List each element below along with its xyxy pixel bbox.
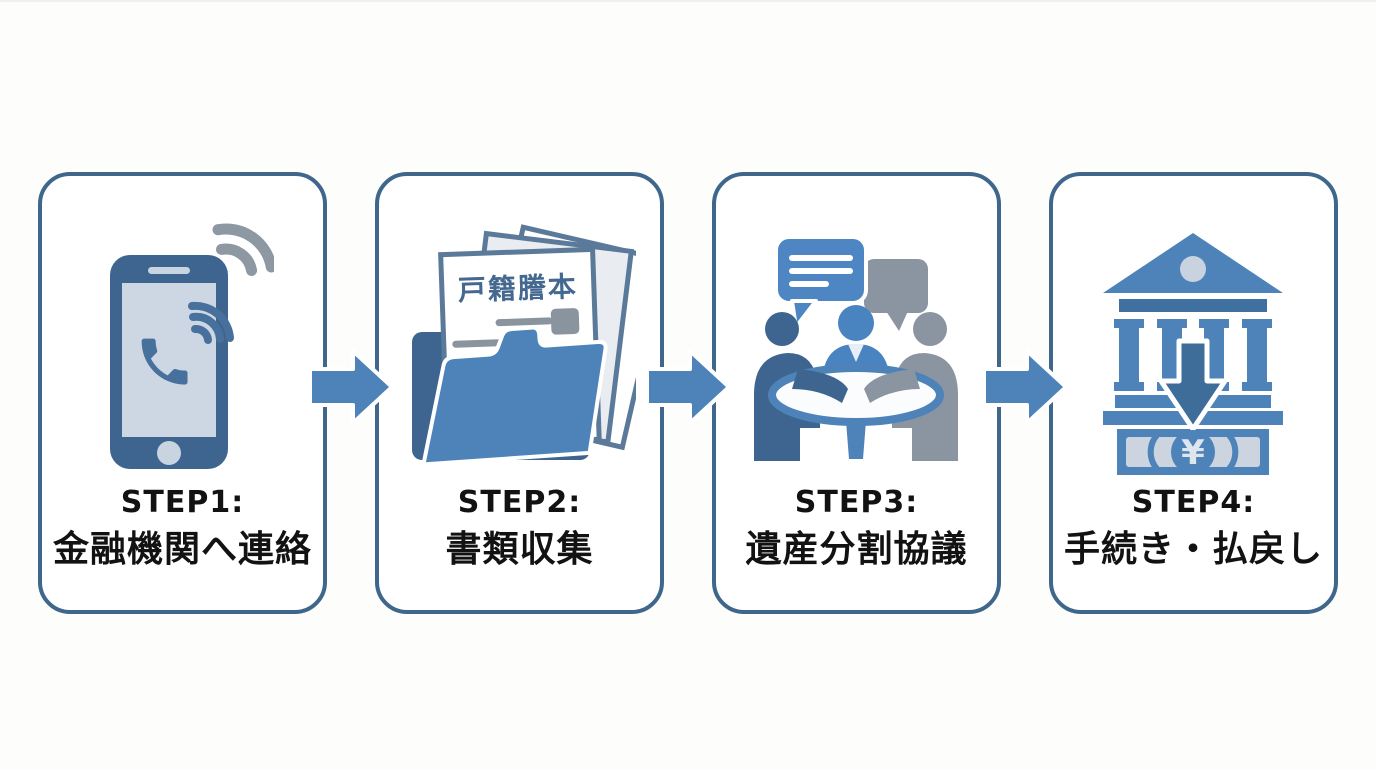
documents-folder-icon: 戸籍謄本 bbox=[411, 224, 636, 467]
step1-title: STEP1: bbox=[120, 485, 245, 520]
folder-front bbox=[421, 325, 608, 467]
step3-label: 遺産分割協議 bbox=[745, 528, 968, 570]
stamp-mark bbox=[550, 308, 579, 335]
family-meeting-icon bbox=[753, 235, 958, 461]
arm-right bbox=[863, 369, 920, 403]
step2-icon-wrap: 戸籍謄本 bbox=[379, 220, 660, 478]
yen-symbol: ¥ bbox=[1181, 433, 1205, 473]
step-card-3: STEP3: 遺産分割協議 bbox=[712, 172, 1001, 614]
step4-label: 手続き・払戻し bbox=[1063, 528, 1323, 570]
step4-title: STEP4: bbox=[1131, 485, 1256, 520]
document-title: 戸籍謄本 bbox=[457, 270, 578, 307]
arm-left bbox=[791, 369, 848, 403]
step-card-4: ¥ STEP4: 手続き・払戻し bbox=[1049, 172, 1338, 614]
call-waves-icon bbox=[187, 301, 234, 344]
step3-icon-wrap bbox=[716, 220, 997, 478]
speech-bubble-blue-icon bbox=[773, 235, 868, 329]
phone-call-icon bbox=[109, 223, 274, 469]
down-arrow-icon bbox=[1158, 338, 1227, 432]
handset-icon bbox=[141, 338, 188, 385]
smartphone-icon bbox=[109, 255, 228, 469]
ringing-waves-icon bbox=[212, 223, 274, 276]
step-card-1: STEP1: 金融機関へ連絡 bbox=[38, 172, 327, 614]
step-card-2: 戸籍謄本 STEP2: 書類収集 bbox=[375, 172, 664, 614]
bank-payout-icon: ¥ bbox=[1102, 233, 1283, 475]
step4-text: STEP4: 手続き・払戻し bbox=[1063, 485, 1323, 570]
speech-bubble-gray-icon bbox=[863, 259, 928, 331]
step2-text: STEP2: 書類収集 bbox=[445, 485, 594, 570]
step3-text: STEP3: 遺産分割協議 bbox=[745, 485, 968, 570]
step2-label: 書類収集 bbox=[445, 528, 594, 570]
step1-icon-wrap bbox=[42, 220, 323, 478]
flow-arrow-1-icon bbox=[308, 349, 394, 425]
flow-arrow-2-icon bbox=[645, 349, 731, 425]
step1-text: STEP1: 金融機関へ連絡 bbox=[52, 485, 312, 570]
step4-icon-wrap: ¥ bbox=[1053, 220, 1334, 478]
flow-arrow-3-icon bbox=[982, 349, 1068, 425]
yen-circle-icon: ¥ bbox=[1170, 430, 1215, 474]
step1-label: 金融機関へ連絡 bbox=[52, 528, 312, 570]
step3-title: STEP3: bbox=[794, 485, 919, 520]
step2-title: STEP2: bbox=[457, 485, 582, 520]
